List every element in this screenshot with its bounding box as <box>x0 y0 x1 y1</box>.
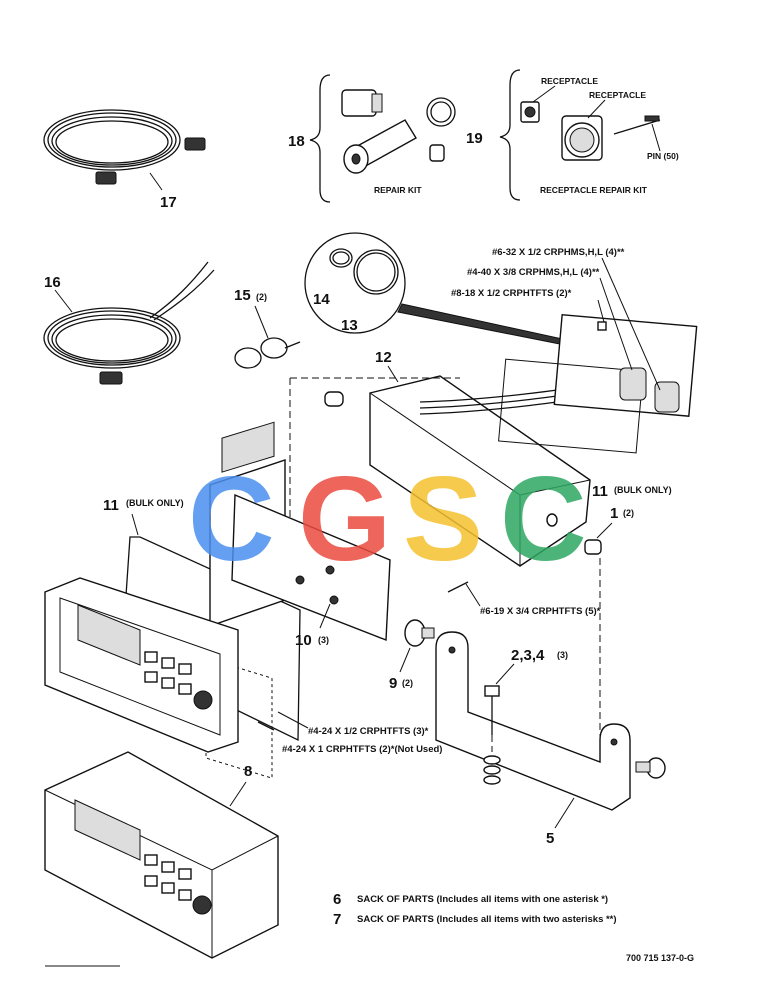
cable-clamps-15 <box>234 337 301 369</box>
enclosure-12 <box>369 314 698 567</box>
label-receptacle-b: RECEPTACLE <box>589 90 646 100</box>
callout-10-qty: (3) <box>318 635 329 645</box>
sack-of-parts-6: SACK OF PARTS (Includes all items with o… <box>357 894 608 905</box>
label-receptacle-a: RECEPTACLE <box>541 76 598 86</box>
cable-coil-16 <box>43 261 215 385</box>
label-pin: PIN (50) <box>647 151 679 161</box>
mounting-bracket-5 <box>435 631 666 811</box>
callout-2-3-4-qty: (3) <box>557 650 568 660</box>
sack-of-parts-7: SACK OF PARTS (Includes all items with t… <box>357 914 617 925</box>
callout-11-a-qty: (BULK ONLY) <box>126 498 184 508</box>
circuit-boards-10 <box>205 421 391 779</box>
spacer-1 <box>584 539 602 555</box>
receptacle-repair-kit-19 <box>499 69 661 201</box>
watermark-letter: S <box>403 452 483 586</box>
callout-19: 19 <box>466 130 483 147</box>
label-screw-4-24-a: #4-24 X 1/2 CRPHTFTS (3)* <box>308 726 429 737</box>
bolt-washer-nut <box>483 685 501 785</box>
label-receptacle-repair-kit: RECEPTACLE REPAIR KIT <box>540 185 648 195</box>
label-repair-kit: REPAIR KIT <box>374 185 422 195</box>
complete-unit-8 <box>44 751 279 959</box>
front-bezel <box>44 577 239 753</box>
callout-5: 5 <box>546 830 554 847</box>
callout-11-b: 11 <box>592 483 608 500</box>
watermark-letter: G <box>298 452 391 586</box>
repair-kit-18 <box>309 74 456 203</box>
knob-9 <box>404 619 435 647</box>
callout-9-qty: (2) <box>402 678 413 688</box>
callout-13: 13 <box>341 317 358 334</box>
label-screw-6-19: #6-19 X 3/4 CRPHTFTS (5)* <box>480 606 601 617</box>
label-screw-4-40: #4-40 X 3/8 CRPHMS,H,L (4)** <box>467 267 600 278</box>
callout-6: 6 <box>333 891 341 908</box>
callout-9: 9 <box>389 675 397 692</box>
label-screw-4-24-b: #4-24 X 1 CRPHTFTS (2)*(Not Used) <box>282 744 442 755</box>
callout-10: 10 <box>295 632 312 649</box>
callout-15-qty: (2) <box>256 292 267 302</box>
callout-1-qty: (2) <box>623 508 634 518</box>
drawing-number: 700 715 137-0-G <box>626 953 694 963</box>
watermark-letter: C <box>500 452 587 586</box>
callout-16: 16 <box>44 274 61 291</box>
callout-17: 17 <box>160 194 177 211</box>
callout-14: 14 <box>313 291 330 308</box>
callout-7: 7 <box>333 911 341 928</box>
cable-coil-17 <box>43 109 206 185</box>
label-screw-6-32: #6-32 X 1/2 CRPHMS,H,L (4)** <box>492 247 625 258</box>
callout-1: 1 <box>610 505 618 522</box>
callout-12: 12 <box>375 349 392 366</box>
label-screw-8-18: #8-18 X 1/2 CRPHTFTS (2)* <box>451 288 572 299</box>
callout-11-b-qty: (BULK ONLY) <box>614 485 672 495</box>
callout-11-a: 11 <box>103 497 119 514</box>
callout-15: 15 <box>234 287 251 304</box>
watermark-letter: C <box>188 452 275 586</box>
callout-8: 8 <box>244 763 252 780</box>
callout-18: 18 <box>288 133 305 150</box>
callout-2-3-4: 2,3,4 <box>511 647 545 664</box>
